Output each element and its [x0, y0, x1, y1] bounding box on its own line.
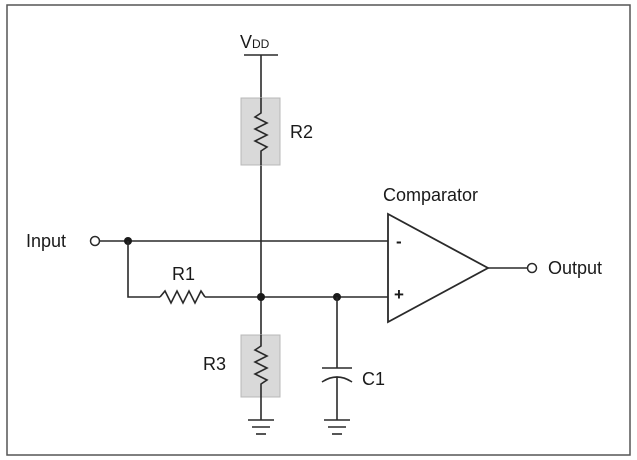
resistor-r1: R1 [159, 264, 206, 305]
comparator-title: Comparator [383, 185, 478, 205]
vdd-supply: VDD [240, 32, 278, 56]
c1-label: C1 [362, 369, 385, 389]
vdd-label: VDD [240, 32, 270, 52]
output-port: Output [526, 258, 602, 278]
ground-c1-icon [324, 419, 350, 435]
output-label: Output [548, 258, 602, 278]
r3-zigzag [253, 335, 269, 397]
input-label: Input [26, 231, 66, 251]
ground-r3-icon [248, 419, 274, 435]
r1-label: R1 [172, 264, 195, 284]
junction-divider [257, 293, 265, 301]
comparator-triangle [387, 212, 490, 324]
wire-input-r1 [127, 241, 160, 298]
resistor-r2: R2 [240, 97, 313, 166]
r3-label: R3 [203, 354, 226, 374]
r2-zigzag [253, 98, 269, 165]
diagram-frame [6, 4, 631, 456]
r2-label: R2 [290, 122, 313, 142]
comparator: Comparator - + [383, 185, 490, 324]
input-terminal [89, 235, 101, 247]
input-port: Input [26, 231, 101, 251]
comparator-minus-pin: - [396, 232, 402, 251]
resistor-r3: R3 [203, 334, 281, 398]
r1-zigzag [159, 289, 206, 305]
output-terminal [526, 262, 538, 274]
comparator-plus-pin: + [394, 285, 404, 304]
capacitor-c1: C1 [321, 297, 385, 420]
